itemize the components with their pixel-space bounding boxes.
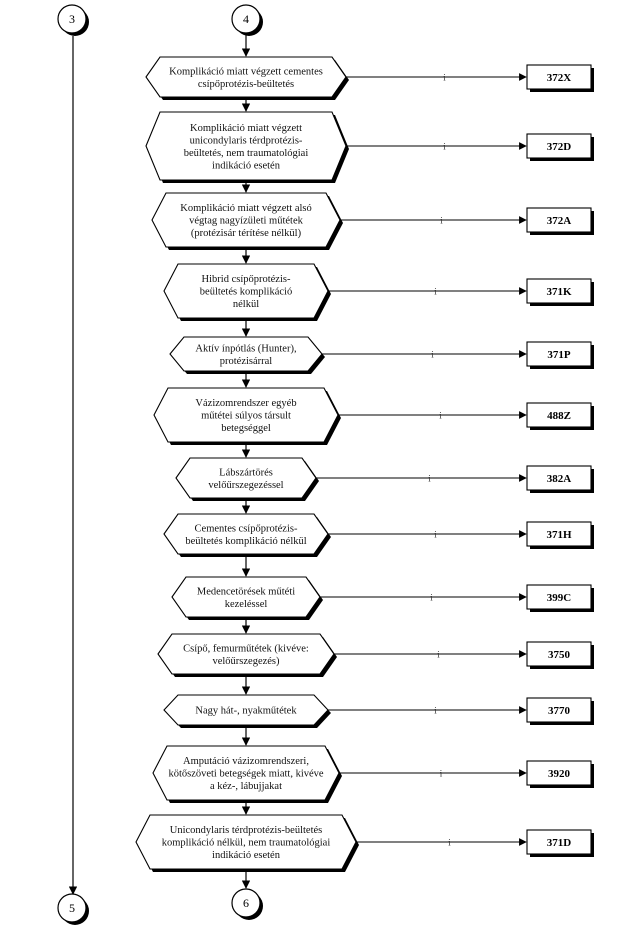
branch-label: i — [443, 142, 446, 152]
connector-bottom-left: 5 — [57, 893, 89, 925]
decision-text-line: Cementes csípőprotézis- — [195, 523, 298, 534]
decision-chain: Komplikáció miatt végzett cementes csípőp… — [135, 33, 594, 889]
decision-text-line: Nagy hát-, nyakműtétek — [195, 706, 297, 717]
drg-code: 3750 — [548, 649, 571, 661]
decision-text-line: Komplikáció miatt végzett cementes — [169, 66, 323, 77]
branch-label: i — [431, 350, 434, 360]
drg-code-box — [526, 521, 592, 547]
connector-label: 4 — [243, 12, 249, 26]
decision-text-line: velőűrszegezéssel — [208, 480, 283, 491]
decision-text-line: Lábszártörés — [219, 467, 273, 478]
decision-text-line: Vázizomrendszer egyéb — [195, 398, 296, 409]
drg-code: 371P — [547, 349, 571, 361]
decision-text-line: Amputáció vázizomrendszeri, — [183, 756, 309, 767]
decision-node: Unicondylaris térdprotézis-beültetés komp… — [135, 814, 594, 872]
drg-code-box — [526, 641, 592, 667]
decision-text-line: csípőprotézis-beültetés — [198, 79, 294, 90]
decision-text-line: Unicondylaris térdprotézis-beültetés — [170, 825, 323, 836]
decision-text-line: végtag nagyízületi műtétek — [189, 216, 303, 227]
drg-code-box — [526, 760, 592, 786]
decision-node: Amputáció vázizomrendszeri, kötőszöveti b… — [152, 745, 594, 803]
decision-text-line: kezeléssel — [225, 599, 268, 610]
decision-text-line: Aktív ínpótlás (Hunter), — [195, 343, 296, 354]
drg-code: 371D — [547, 837, 572, 849]
decision-text-line: beültetés, nem traumatológiai — [184, 148, 309, 159]
drg-code: 372A — [547, 215, 572, 227]
connector-label: 6 — [243, 896, 249, 910]
drg-code: 488Z — [547, 410, 571, 422]
decision-text-line: Komplikáció miatt végzett alsó — [180, 203, 312, 214]
drg-code-box — [526, 133, 592, 159]
drg-code: 372X — [547, 72, 572, 84]
decision-node: Lábszártörés velőűrszegezéssel i 382A — [175, 457, 594, 501]
connector-top-left: 3 — [57, 4, 89, 36]
connector-top-center: 4 — [231, 4, 263, 36]
branch-label: i — [439, 411, 442, 421]
drg-code-box — [526, 584, 592, 610]
branch-label: i — [448, 838, 451, 848]
decision-text-line: beültetés komplikáció nélkül — [185, 536, 306, 547]
decision-text-line: protézisárral — [220, 356, 273, 367]
drg-code: 371K — [546, 286, 572, 298]
decision-node: Komplikáció miatt végzett cementes csípőp… — [145, 56, 594, 100]
drg-code: 382A — [547, 473, 572, 485]
decision-text-line: a kéz-, lábujjakat — [210, 781, 282, 792]
drg-code-box — [526, 465, 592, 491]
decision-node: Aktív ínpótlás (Hunter), protézisárral i 37… — [169, 336, 594, 374]
branch-label: i — [428, 474, 431, 484]
decision-text-line: velőűrszegezés) — [212, 656, 280, 667]
connector-bottom-center: 6 — [231, 888, 263, 920]
drg-code: 372D — [547, 141, 572, 153]
decision-node: Vázizomrendszer egyéb műtétei súlyos társ… — [153, 387, 594, 445]
decision-text-line: műtétei súlyos társult — [201, 411, 291, 422]
connector-label: 5 — [69, 901, 75, 915]
drg-code: 399C — [547, 592, 572, 604]
drg-code-box — [526, 278, 592, 304]
drg-code: 371H — [546, 529, 572, 541]
decision-text-line: betegséggel — [221, 423, 271, 434]
decision-text-line: indikáció esetén — [212, 850, 281, 861]
decision-text-line: Komplikáció miatt végzett — [190, 123, 302, 134]
decision-text-line: nélkül — [233, 299, 259, 310]
branch-label: i — [440, 769, 443, 779]
decision-node: Medencetörések műtéti kezeléssel i 399C — [171, 576, 594, 620]
drg-code-box — [526, 697, 592, 723]
decision-text-line: Hibrid csípőprotézis- — [202, 274, 291, 285]
drg-code-box — [526, 64, 592, 90]
branch-label: i — [440, 216, 443, 226]
branch-label: i — [437, 650, 440, 660]
decision-text-line: Csípő, femurműtétek (kivéve: — [183, 643, 309, 654]
decision-node: Hibrid csípőprotézis-beültetés komplikác… — [163, 263, 594, 321]
decision-text-line: komplikáció nélkül, nem traumatológiai — [162, 838, 331, 849]
decision-text-line: (protézisár térítése nélkül) — [191, 228, 302, 239]
decision-node: Cementes csípőprotézis-beültetés komplik… — [163, 513, 594, 557]
branch-label: i — [434, 530, 437, 540]
branch-label: i — [434, 287, 437, 297]
drg-code-box — [526, 341, 592, 367]
drg-code: 3770 — [548, 705, 571, 717]
branch-label: i — [434, 706, 437, 716]
connector-label: 3 — [69, 12, 75, 26]
decision-text-line: unicondylaris térdprotézis- — [190, 135, 303, 146]
drg-code-box — [526, 829, 592, 855]
decision-node: Nagy hát-, nyakműtétek i 3770 — [163, 694, 594, 728]
drg-code-box — [526, 402, 592, 428]
decision-text-line: kötőszöveti betegségek miatt, kivéve — [168, 769, 323, 780]
decision-node: Csípő, femurműtétek (kivéve: velőűrszegez… — [157, 633, 594, 677]
decision-text-line: beültetés komplikáció — [200, 287, 292, 298]
branch-label: i — [430, 593, 433, 603]
branch-label: i — [443, 73, 446, 83]
decision-text-line: indikáció esetén — [212, 160, 281, 171]
drg-code: 3920 — [548, 768, 571, 780]
decision-node: Komplikáció miatt végzett alsó végtag nag… — [151, 192, 594, 250]
drg-code-box — [526, 207, 592, 233]
decision-text-line: Medencetörések műtéti — [197, 586, 295, 597]
